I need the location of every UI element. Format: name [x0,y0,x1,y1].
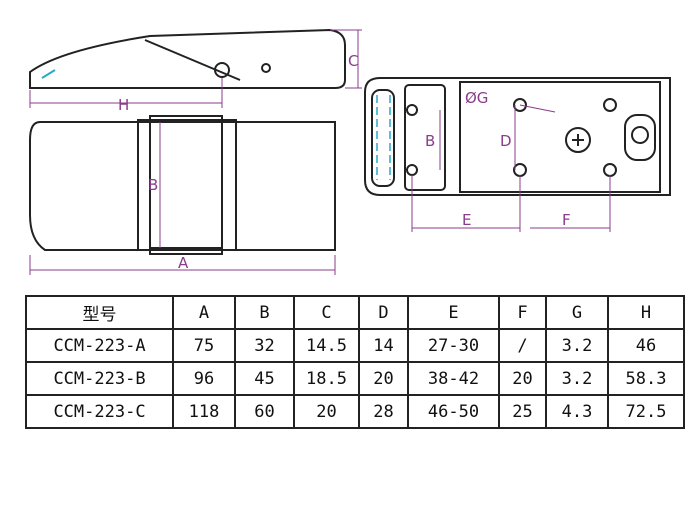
cell: 32 [234,328,295,363]
cell: 14 [358,328,409,363]
header-c: C [293,295,360,330]
cell: / [498,328,547,363]
header-h: H [607,295,685,330]
dim-label-a: A [178,254,189,272]
cell: CCM-223-A [25,328,174,363]
dim-label-f: F [562,211,571,229]
header-b: B [234,295,295,330]
cell: CCM-223-B [25,361,174,396]
cell: CCM-223-C [25,394,174,429]
cell: 46 [607,328,685,363]
cell: 4.3 [545,394,609,429]
table-header-row: 型号 A B C D E F G H [25,295,685,330]
dim-label-h: H [118,96,129,114]
cell: 18.5 [293,361,360,396]
cell: 45 [234,361,295,396]
dim-label-e: E [462,211,471,229]
table-row: CCM-223-C 118 60 20 28 46-50 25 4.3 72.5 [25,394,685,429]
dim-label-c: C [348,52,358,70]
cell: 72.5 [607,394,685,429]
header-g: G [545,295,609,330]
base-centerlines [376,95,391,180]
cell: 27-30 [407,328,500,363]
side-view [29,28,346,89]
cell: 20 [358,361,409,396]
cell: 58.3 [607,361,685,396]
cell: 46-50 [407,394,500,429]
cell: 25 [498,394,547,429]
latch-technical-drawing: H C B A ØG B D E F [29,28,671,275]
side-dimensions [29,29,362,108]
cell: 38-42 [407,361,500,396]
cell: 20 [498,361,547,396]
base-view [364,77,671,196]
table-row: CCM-223-B 96 45 18.5 20 38-42 20 3.2 58.… [25,361,685,396]
header-a: A [172,295,236,330]
cell: 20 [293,394,360,429]
header-model: 型号 [25,295,174,330]
dim-label-g: ØG [465,89,488,107]
cell: 60 [234,394,295,429]
cell: 14.5 [293,328,360,363]
dim-label-b-top: B [148,176,158,194]
cell: 3.2 [545,361,609,396]
dimension-table: 型号 A B C D E F G H CCM-223-A 75 32 14.5 … [25,295,685,429]
dim-label-b-base: B [425,132,435,150]
header-d: D [358,295,409,330]
cell: 118 [172,394,236,429]
header-f: F [498,295,547,330]
base-dimensions [411,104,611,232]
top-view [29,115,336,255]
header-e: E [407,295,500,330]
cell: 75 [172,328,236,363]
cell: 96 [172,361,236,396]
top-dimensions [29,122,336,275]
dim-label-d: D [500,132,512,150]
cell: 3.2 [545,328,609,363]
cell: 28 [358,394,409,429]
table-row: CCM-223-A 75 32 14.5 14 27-30 / 3.2 46 [25,328,685,363]
